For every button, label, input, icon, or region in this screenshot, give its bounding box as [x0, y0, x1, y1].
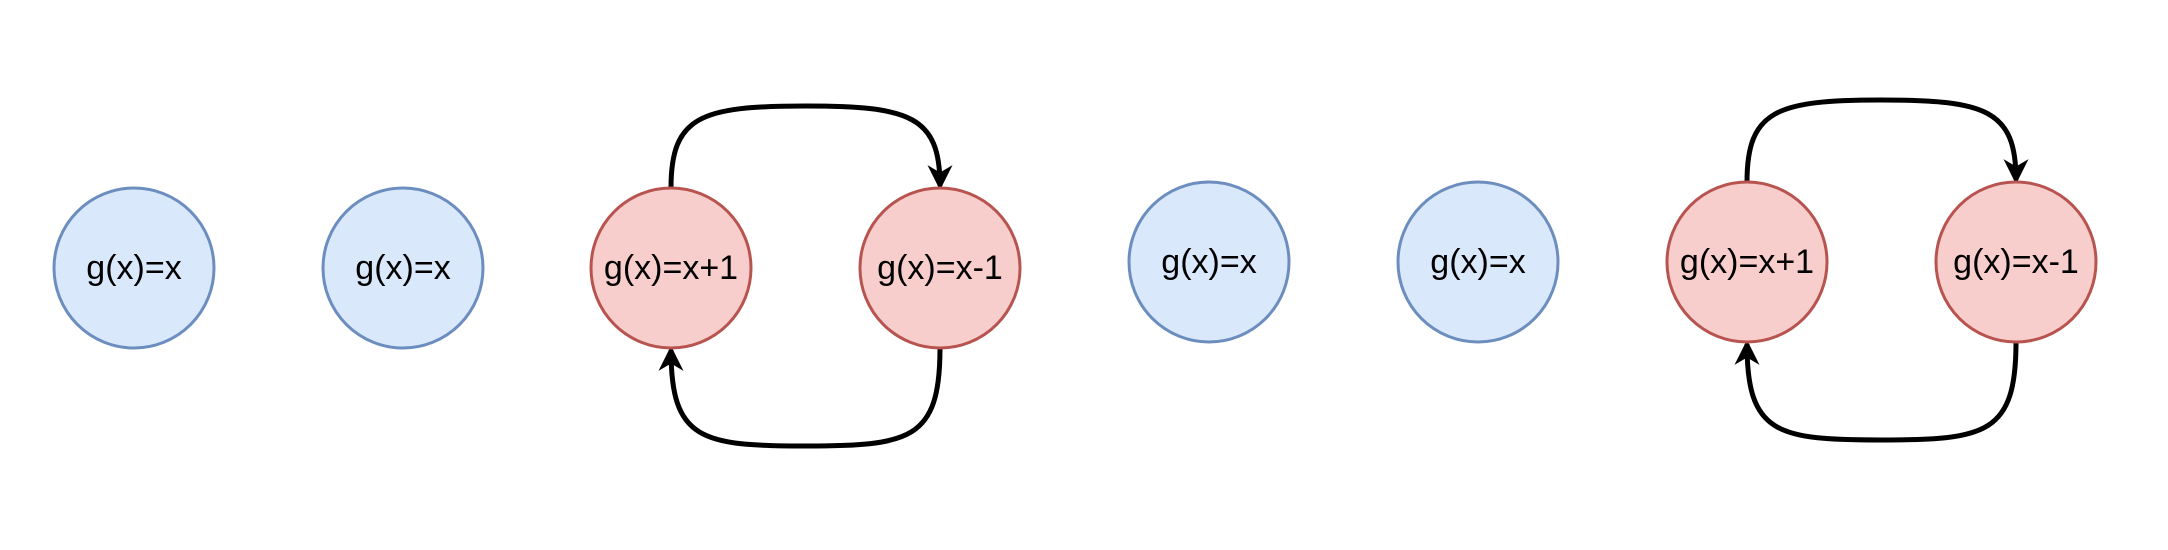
edge-arrow [668, 103, 953, 191]
identity-node: g(x)=x [321, 186, 485, 350]
node-label: g(x)=x [1430, 243, 1525, 281]
node-label: g(x)=x [355, 249, 450, 287]
shift-node: g(x)=x-1 [858, 186, 1022, 350]
node-circle [589, 186, 753, 350]
edge-arrow [1734, 339, 2019, 443]
node-label: g(x)=x-1 [1953, 243, 2079, 281]
node-circle [1934, 180, 2098, 344]
node-label: g(x)=x-1 [877, 249, 1003, 287]
shift-node: g(x)=x+1 [1665, 180, 1829, 344]
identity-node: g(x)=x [1396, 180, 1560, 344]
nodes-layer: g(x)=x g(x)=x g(x)=x+1 g(x)=x-1 g(x)=x g(x)=x… [52, 180, 2098, 350]
node-label: g(x)=x+1 [604, 249, 738, 287]
node-label: g(x)=x+1 [1680, 243, 1814, 281]
edge-arrow [658, 345, 943, 449]
node-circle [321, 186, 485, 350]
edge-arrow [1744, 97, 2029, 185]
identity-node: g(x)=x [52, 186, 216, 350]
node-circle [1127, 180, 1291, 344]
shift-node: g(x)=x-1 [1934, 180, 2098, 344]
edges-layer [658, 97, 2029, 449]
node-circle [52, 186, 216, 350]
node-circle [1396, 180, 1560, 344]
shift-node: g(x)=x+1 [589, 186, 753, 350]
node-label: g(x)=x [1161, 243, 1256, 281]
node-circle [858, 186, 1022, 350]
node-circle [1665, 180, 1829, 344]
node-label: g(x)=x [86, 249, 181, 287]
identity-node: g(x)=x [1127, 180, 1291, 344]
